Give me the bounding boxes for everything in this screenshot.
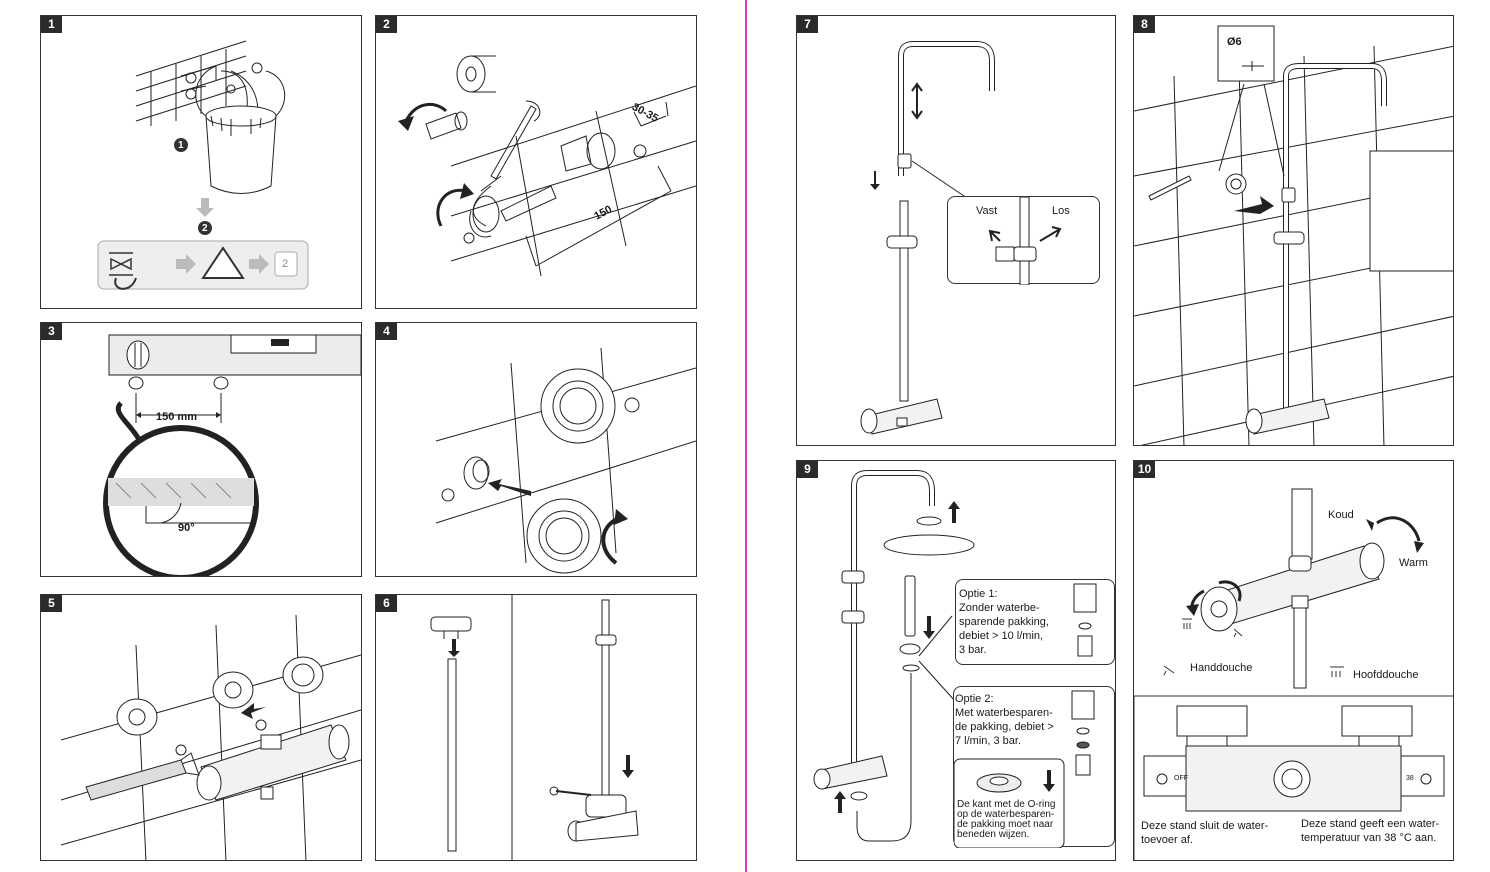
oring-note-line: beneden wijzen. xyxy=(957,829,1030,840)
temp-note-line: Deze stand geeft een water- xyxy=(1301,818,1440,830)
badge-2-label: 2 xyxy=(202,223,208,234)
option-1-line: 3 bar. xyxy=(959,644,987,656)
hand-shower-icon xyxy=(1233,628,1243,638)
los-label: Los xyxy=(1052,205,1070,217)
down-arrow-icon xyxy=(196,198,214,217)
step-badge-square xyxy=(274,251,298,277)
handdouche-label: Handdouche xyxy=(1190,662,1253,674)
up-arrow-icon xyxy=(834,791,846,813)
turn-right-arrow xyxy=(1039,226,1062,242)
down-arrow-icon xyxy=(870,171,880,190)
step-number: 6 xyxy=(376,595,397,612)
adjust-height-icon xyxy=(911,82,923,120)
filter-icon xyxy=(251,62,263,74)
option-2-line: 7 l/min, 3 bar. xyxy=(955,735,1022,747)
step-number: 9 xyxy=(797,461,818,478)
hand-shower-icon xyxy=(1163,665,1175,676)
off-note-line: Deze stand sluit de water- xyxy=(1141,820,1269,832)
step-number: 8 xyxy=(1134,16,1155,33)
rotate-arrow-icon xyxy=(404,102,448,122)
warning-icon xyxy=(201,246,245,279)
warm-arrow-icon xyxy=(1376,516,1421,542)
hoofddouche-label: Hoofddouche xyxy=(1353,669,1419,681)
step-number: 4 xyxy=(376,323,397,340)
seal-icon xyxy=(463,232,475,244)
step-4-panel: 4 xyxy=(375,322,697,577)
step-2-panel: 2 30-35 150 xyxy=(375,15,697,309)
step-number: 3 xyxy=(41,323,62,340)
seal-icon xyxy=(441,488,455,502)
option-2-title: Optie 2: xyxy=(955,693,994,705)
option-1-line: sparende pakking, xyxy=(959,616,1049,628)
temp-note-line: temperatuur van 38 °C aan. xyxy=(1301,832,1437,844)
up-arrow-icon xyxy=(948,501,960,523)
step-10-panel: 10 Koud xyxy=(1133,460,1454,861)
mount-thermostat-illustration xyxy=(60,614,361,860)
eccentric-fittings-illustration xyxy=(398,55,696,277)
operating-controls-illustration xyxy=(1134,488,1453,860)
head-shower-icon xyxy=(1182,618,1192,629)
step-3-panel: 3 150 mm 90° xyxy=(40,322,362,577)
flush-pipes-illustration xyxy=(97,40,309,290)
step-1-panel: 1 1 2 2 xyxy=(40,15,362,309)
temp-38-marker: 38 xyxy=(1406,775,1414,782)
head-shower-icon xyxy=(1330,666,1344,677)
mount-hand-and-head-shower-illustration xyxy=(813,470,975,842)
off-note-line: toevoer af. xyxy=(1141,834,1193,846)
option-1-title: Optie 1: xyxy=(959,588,998,600)
rotate-arrow-icon xyxy=(436,188,467,227)
turn-left-arrow xyxy=(988,229,1001,242)
diameter-6: Ø6 xyxy=(1227,36,1242,48)
down-arrow-icon xyxy=(622,755,634,778)
step-5-panel: 5 xyxy=(40,594,362,861)
step-6-panel: 6 xyxy=(375,594,697,861)
down-arrow-icon xyxy=(1043,770,1055,792)
assemble-rail-illustration xyxy=(430,595,639,860)
push-arrow-icon xyxy=(488,479,531,496)
badge-square-label: 2 xyxy=(282,258,289,270)
spirit-level-illustration xyxy=(103,334,361,576)
dimension-150mm: 150 mm xyxy=(156,411,197,423)
mount-shower-column-illustration xyxy=(860,41,995,435)
off-marker: OFF xyxy=(1174,775,1188,782)
down-arrow-icon xyxy=(448,639,460,657)
option-2-line: de pakking, debiet > xyxy=(955,721,1054,733)
option-1-box xyxy=(955,579,1115,665)
step-number: 10 xyxy=(1134,461,1155,478)
oring-note-line: De kant met de O-ring xyxy=(957,799,1056,810)
page-divider xyxy=(745,0,747,872)
warm-label: Warm xyxy=(1399,557,1428,569)
fix-wall-bracket-illustration xyxy=(1134,25,1453,445)
cover-rosettes-illustration xyxy=(435,347,696,574)
step-number: 1 xyxy=(41,16,62,33)
option-2-line: Met waterbesparen- xyxy=(955,707,1053,719)
koud-label: Koud xyxy=(1328,509,1354,521)
step-number: 7 xyxy=(797,16,818,33)
step-8-panel: 8 Ø6 xyxy=(1133,15,1454,446)
step-badge-2 xyxy=(198,221,212,235)
vast-label: Vast xyxy=(976,205,998,217)
step-7-panel: 7 Vast Los xyxy=(796,15,1116,446)
oring-note-line: op de waterbesparen- xyxy=(957,809,1055,820)
option-1-line: Zonder waterbe- xyxy=(959,602,1040,614)
vast-los-callout xyxy=(947,196,1100,285)
angle-90: 90° xyxy=(178,522,195,534)
push-arrow-icon xyxy=(1234,196,1274,214)
badge-1-label: 1 xyxy=(178,140,184,151)
down-arrow-icon xyxy=(923,616,935,639)
step-9-panel: 9 Optie 1: Zonder waterbe- spare xyxy=(796,460,1116,861)
option-2-box xyxy=(953,686,1115,848)
rotate-arrow-icon xyxy=(601,516,622,565)
option-1-line: debiet > 10 l/min, xyxy=(959,630,1044,642)
step-badge-1 xyxy=(174,138,188,152)
step-number: 5 xyxy=(41,595,62,612)
oring-note-line: de pakking moet naar xyxy=(957,819,1054,830)
step-number: 2 xyxy=(376,16,397,33)
